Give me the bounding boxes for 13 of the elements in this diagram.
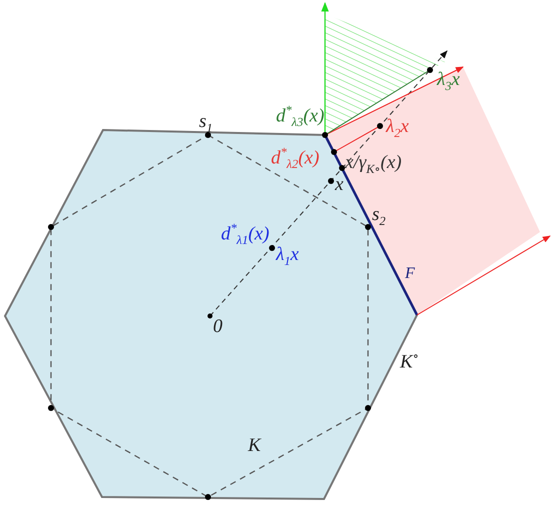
math-label: d$^{*}$$_{λ2}$(x) [271,146,320,170]
math-label: F [405,266,415,282]
math-label: s$_{1}$ [199,112,213,134]
math-label: 0 [213,317,222,336]
math-label: x/γ$_{K∘}$(x) [345,153,402,176]
math-label: K [248,436,261,455]
math-label: λ$_{2}$x [386,117,409,140]
math-label: K$^{∘}$ [400,350,419,372]
math-label: d$^{*}$$_{λ1}$(x) [221,222,270,246]
math-label: x [335,175,344,194]
math-label: s$_{2}$ [372,205,386,228]
math-label: d$^{*}$$_{λ3}$(x) [276,104,324,128]
math-label: λ$_{1}$x [276,245,299,268]
